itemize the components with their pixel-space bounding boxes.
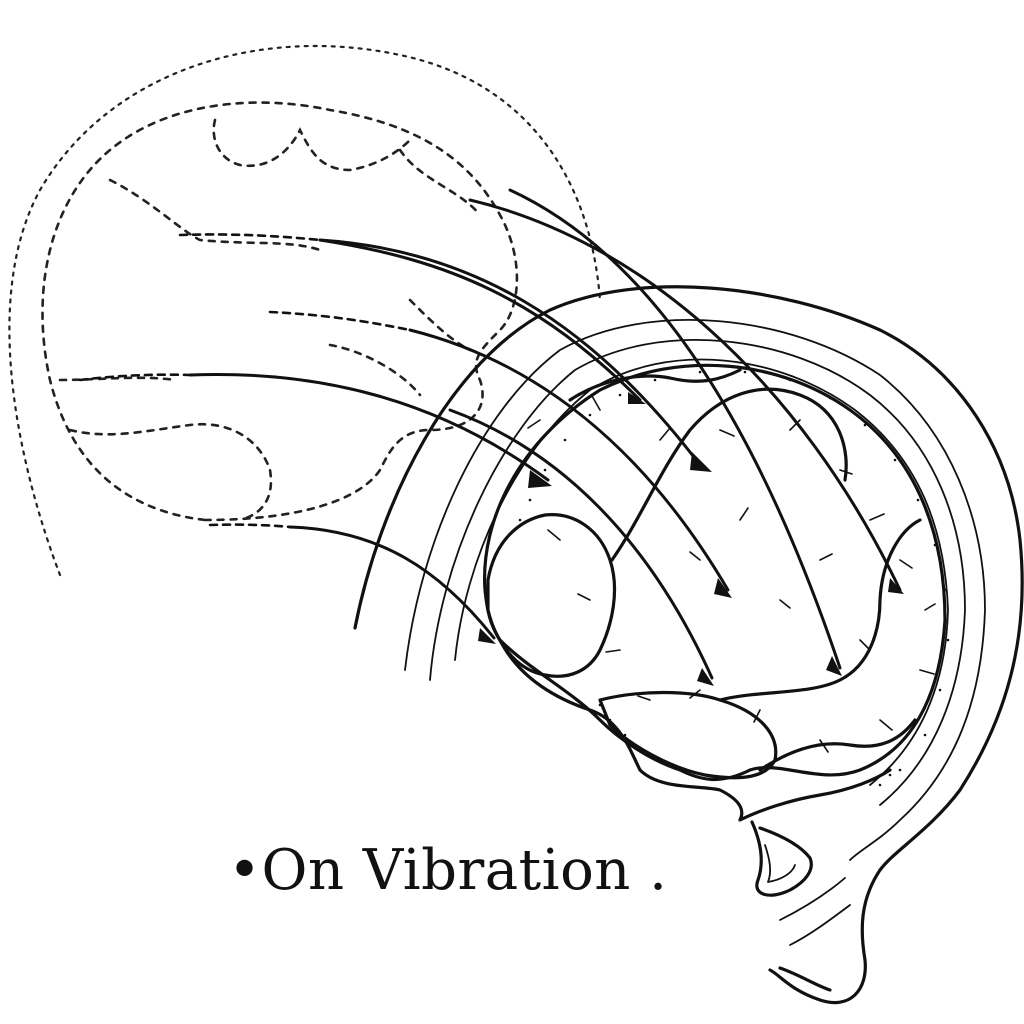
ghost-brain-fold-3 (328, 148, 482, 397)
ray-origin-dashed-4 (208, 523, 292, 529)
skull-outer-contour (353, 285, 1024, 1005)
nasal-cavity-inner (764, 844, 796, 883)
skull-inner-layer-2 (429, 339, 966, 806)
ray-8 (318, 238, 642, 402)
illustration-caption: •On Vibration . (228, 838, 668, 903)
skull-inner-layer-3 (454, 358, 949, 786)
nasal-cavity (750, 820, 813, 897)
ray-origin-dashed-3 (78, 373, 192, 382)
ghost-brain-outline (41, 101, 519, 522)
brain-lobe-frontal (486, 513, 617, 678)
ghost-brain-fold-4 (68, 422, 273, 522)
ghost-brain-fold-5 (58, 376, 177, 382)
skull-base (498, 638, 892, 822)
ray-origin-dashed-1 (178, 233, 322, 242)
ray-2 (408, 328, 730, 592)
arrowhead-4 (697, 668, 714, 686)
skull-inner-layer-1 (404, 319, 986, 861)
ghost-brain-fold-1 (108, 178, 322, 252)
ghost-brain-fold-2 (212, 118, 412, 172)
brain-outline (482, 363, 947, 782)
ray-6 (508, 188, 842, 670)
ray-3 (188, 373, 550, 482)
brain-fold-upper (568, 368, 742, 402)
brain-fold-parietal (718, 518, 922, 702)
arrowhead-3 (528, 470, 552, 488)
outer-dotted-halo (8, 44, 602, 577)
vessel-marks (527, 395, 936, 753)
ray-origin-dashed-2 (268, 310, 412, 332)
brain-fold-central (610, 387, 848, 562)
brain-fold-occipital (758, 718, 917, 772)
arrowhead-7 (888, 578, 904, 594)
ray-5 (288, 525, 496, 640)
arrowhead-1 (690, 452, 712, 472)
meninges-stipple (518, 370, 950, 787)
arrowhead-8 (628, 392, 646, 404)
arrowhead-6 (826, 656, 842, 676)
chin-contour (778, 966, 832, 992)
ray-4 (448, 408, 714, 680)
jaw-contour (779, 877, 851, 946)
brain-lobe-temporal (598, 690, 778, 780)
arrowhead-5 (478, 628, 496, 644)
ray-1 (318, 238, 702, 467)
arrowhead-2 (714, 578, 732, 598)
ray-7 (468, 198, 902, 592)
